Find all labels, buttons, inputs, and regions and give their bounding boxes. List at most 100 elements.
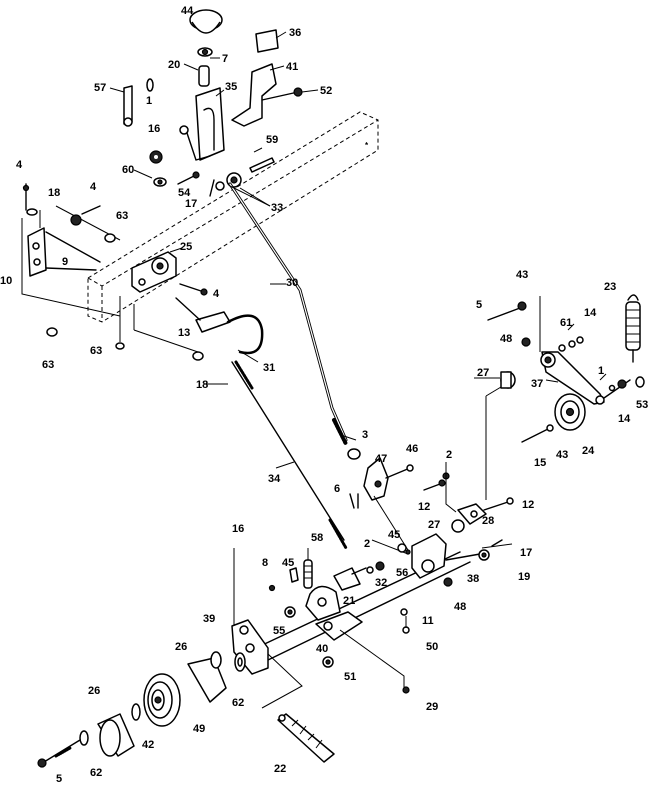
- clip-1-top: [146, 78, 154, 92]
- bolt-29: [402, 686, 410, 694]
- callout-54: 54: [178, 187, 191, 199]
- callout-32: 32: [375, 577, 387, 589]
- bolt-11: [400, 608, 410, 634]
- washer-63-b: [46, 296, 125, 350]
- bushing-61: [558, 336, 584, 352]
- callout-4-top-left: 4: [16, 159, 23, 171]
- bushing-51: [322, 656, 334, 668]
- spacer-20: [198, 65, 210, 87]
- callout-4-c: 4: [213, 288, 220, 300]
- callout-16-top: 16: [148, 123, 160, 135]
- nut-53: [635, 376, 645, 388]
- callout-59: 59: [266, 134, 278, 146]
- callout-8: 8: [262, 557, 268, 569]
- callout-61: 61: [560, 317, 572, 329]
- pin-59: [249, 157, 275, 173]
- callout-11: 11: [422, 615, 434, 627]
- washer-45: [397, 543, 411, 555]
- link-19: [445, 543, 513, 561]
- callout-51: 51: [344, 671, 356, 683]
- svg-text:*: *: [365, 141, 369, 150]
- callout-22: 22: [274, 763, 286, 775]
- plate-41: [231, 63, 277, 127]
- callout-27-lower: 27: [428, 519, 440, 531]
- callout-47: 47: [375, 453, 387, 465]
- bolt-5-right: [487, 301, 527, 321]
- callout-42: 42: [142, 739, 154, 751]
- callout-5-right: 5: [476, 299, 482, 311]
- pin-17-right: [491, 539, 503, 547]
- washer-63-a: [104, 233, 116, 243]
- block-47: [363, 457, 389, 501]
- pulley-24: [554, 393, 586, 431]
- linkage-right: [485, 296, 631, 500]
- linkage-left: [21, 205, 121, 317]
- callout-2-mid: 2: [364, 538, 370, 550]
- callout-48-lower: 48: [454, 601, 466, 613]
- bolt-8: [268, 584, 276, 592]
- callout-29: 29: [426, 701, 438, 713]
- bolt-5-left: [37, 739, 81, 768]
- spring-58: [303, 548, 313, 589]
- washer-18-bottom: [133, 304, 204, 361]
- callout-24: 24: [582, 445, 595, 457]
- callout-1-top: 1: [146, 95, 152, 107]
- callout-25: 25: [180, 241, 192, 253]
- nut-48-right: [521, 337, 531, 347]
- callout-2-right: 2: [446, 449, 452, 461]
- callout-56: 56: [396, 567, 408, 579]
- callout-52: 52: [320, 85, 332, 97]
- callout-48-right: 48: [500, 333, 512, 345]
- callout-36: 36: [289, 27, 301, 39]
- callout-6: 6: [334, 483, 340, 495]
- callout-45-left: 45: [282, 557, 294, 569]
- spacer-27-b: [451, 519, 465, 533]
- washer-60: [153, 177, 167, 187]
- bracket-10: [27, 227, 47, 277]
- callout-9: 9: [62, 256, 68, 268]
- callout-4-b: 4: [90, 181, 97, 193]
- bolt-46: [385, 464, 414, 479]
- plate-40: [315, 611, 363, 641]
- spacer-27: [500, 371, 516, 389]
- callout-35: 35: [225, 81, 237, 93]
- callout-27-right: 27: [477, 367, 489, 379]
- hook-31: [226, 314, 264, 355]
- washer-14: [608, 379, 627, 392]
- callout-49: 49: [193, 723, 205, 735]
- callout-5-left: 5: [56, 773, 62, 785]
- bolt-4-top-left: [22, 183, 30, 211]
- lever-bracket-35: [179, 87, 225, 161]
- frame-bar: *: [87, 111, 379, 323]
- callout-28: 28: [482, 515, 494, 527]
- callout-14-top: 14: [584, 307, 597, 319]
- callout-12-right: 12: [522, 499, 534, 511]
- callout-34: 34: [268, 473, 281, 485]
- bolt-54: [177, 171, 200, 185]
- spring-23: [625, 294, 641, 363]
- washer-62-right: [234, 652, 246, 672]
- callout-50: 50: [426, 641, 438, 653]
- callout-30: 30: [286, 277, 298, 289]
- callout-3: 3: [362, 429, 368, 441]
- callout-19: 19: [518, 571, 530, 583]
- callout-44: 44: [181, 5, 194, 17]
- callout-15: 15: [534, 457, 546, 469]
- callout-10: 10: [0, 275, 12, 287]
- callout-63-b: 63: [90, 345, 102, 357]
- cone-26-upper: [187, 651, 227, 703]
- bracket-25: [131, 251, 177, 293]
- callout-55: 55: [273, 625, 285, 637]
- callout-17-top: 17: [185, 198, 197, 210]
- callout-43-top: 43: [516, 269, 528, 281]
- bolt-12: [423, 479, 446, 491]
- clip-6: [349, 493, 359, 509]
- decal-36: [255, 29, 279, 53]
- callout-53: 53: [636, 399, 648, 411]
- cone-26-lower: [97, 713, 135, 757]
- callout-41: 41: [286, 61, 298, 73]
- callout-38: 38: [467, 573, 479, 585]
- bolt-4-b: [81, 205, 101, 215]
- linkage-lower: [261, 629, 405, 709]
